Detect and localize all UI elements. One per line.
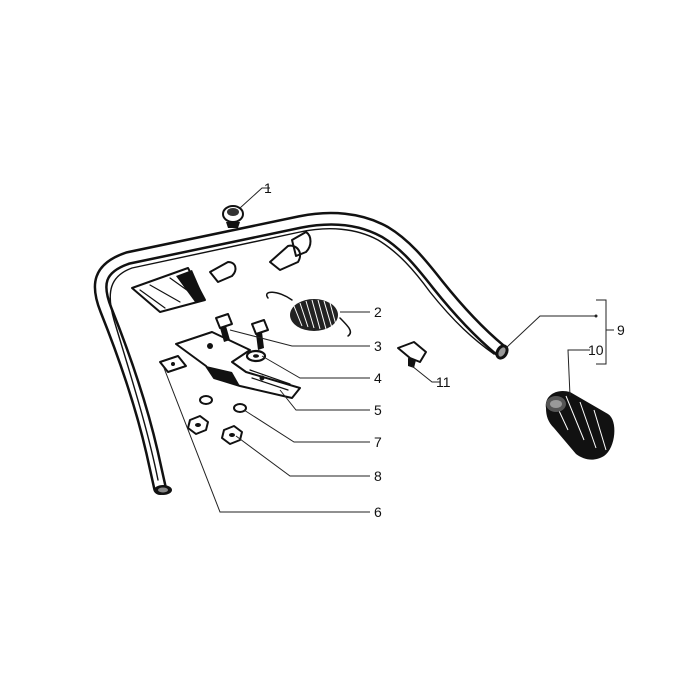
mounting-tab-3 [291,231,312,257]
callout-4: 4 [374,370,382,386]
part-6-plate [159,355,187,373]
part-11-clip [397,341,427,368]
callout-11: 11 [436,374,451,390]
part-5-bracket [175,331,301,399]
stand-tube [93,211,509,495]
mounting-tab-1 [209,261,237,283]
part-10-grip [545,390,615,460]
leader-lines [163,187,614,513]
part-8-nuts [187,415,243,445]
callout-10: 10 [588,342,604,358]
part-4-washer [245,349,267,363]
callout-5: 5 [374,402,382,418]
mounting-tab-2 [269,244,302,271]
callout-2: 2 [374,304,382,320]
callout-3: 3 [374,338,382,354]
callout-6: 6 [374,504,382,520]
part-1-plug [222,205,244,228]
callout-9: 9 [617,322,625,338]
callout-1: 1 [264,180,272,196]
part-7-spring-washers [199,395,247,413]
callout-7: 7 [374,434,382,450]
part-2-spring [265,291,352,337]
callout-8: 8 [374,468,382,484]
part-3-bolts [215,313,269,350]
